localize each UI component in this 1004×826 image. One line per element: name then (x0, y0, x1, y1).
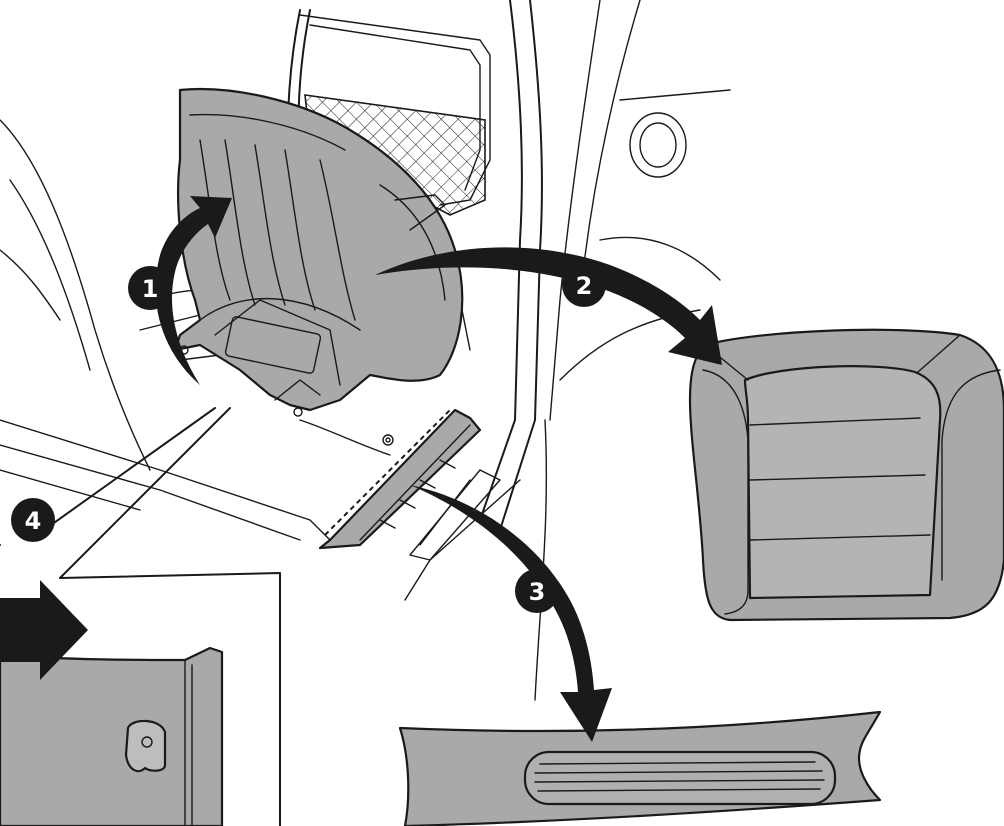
svg-text:4: 4 (25, 507, 42, 535)
door-sill-trim-removed (400, 712, 880, 826)
step-badge-2: 2 (562, 263, 606, 307)
svg-text:3: 3 (529, 578, 546, 606)
step-badge-4: 4 (11, 498, 55, 542)
svg-text:2: 2 (576, 272, 593, 300)
step-badge-1: 1 (128, 266, 172, 310)
step-plate-insert (525, 752, 835, 804)
inset-detail-panel (0, 545, 280, 826)
door-sill-trim-installed (320, 408, 480, 548)
seat-cushion-removed (690, 330, 1004, 620)
leader-line-step-4 (30, 408, 230, 578)
anchor-bracket (126, 721, 165, 771)
svg-text:1: 1 (142, 275, 159, 303)
step-badge-3: 3 (515, 569, 559, 613)
arrow-step-3 (410, 485, 612, 742)
